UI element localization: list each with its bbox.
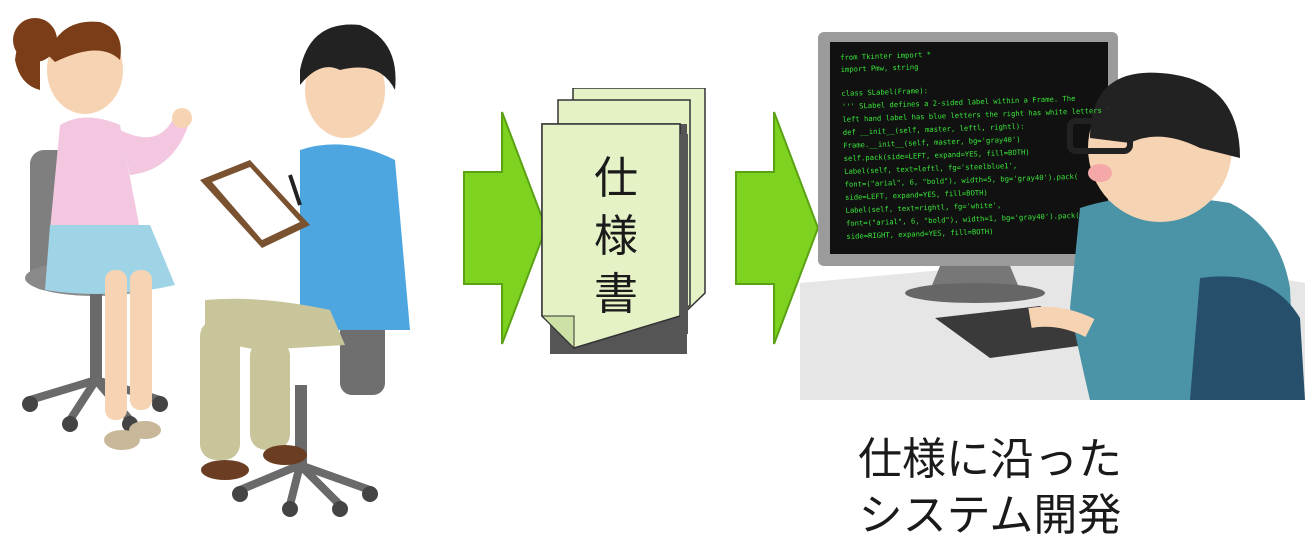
meeting-illustration xyxy=(13,18,410,517)
man-figure xyxy=(200,24,410,480)
caption-line-1: 仕様に沿った xyxy=(858,434,1122,485)
clipboard xyxy=(200,160,310,248)
flow-arrow-2 xyxy=(735,111,820,345)
code-line: import Pmw, string xyxy=(840,62,919,74)
document-char-3: 書 xyxy=(594,269,638,320)
spec-document-stack xyxy=(540,88,706,354)
developer-figure xyxy=(1028,72,1305,400)
document-title-vertical: 仕 様 書 xyxy=(594,150,638,324)
development-caption: 仕様に沿った システム開発 xyxy=(820,432,1160,544)
caption-line-2: システム開発 xyxy=(858,490,1122,541)
monitor-screen xyxy=(830,42,1108,254)
document-char-2: 様 xyxy=(594,211,638,262)
document-sheet-front xyxy=(540,123,688,354)
developer-illustration xyxy=(800,32,1305,400)
woman-figure xyxy=(13,18,192,450)
code-screen: from Tkinter import * import Pmw, string… xyxy=(840,43,1113,250)
flow-arrow-1 xyxy=(463,111,548,345)
document-char-1: 仕 xyxy=(594,153,638,204)
